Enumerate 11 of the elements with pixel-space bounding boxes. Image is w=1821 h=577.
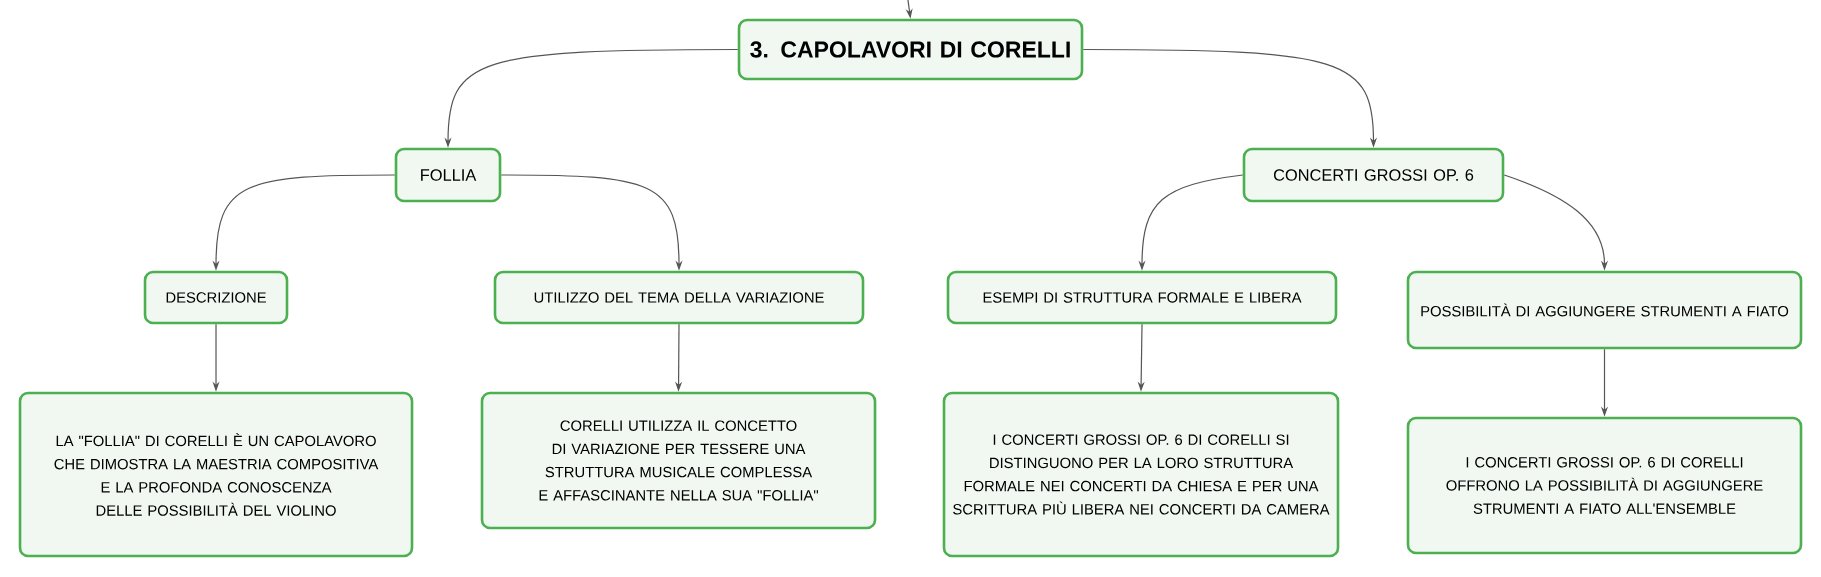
subtopic-box: POSSIBILITÀ DI AGGIUNGERE STRUMENTI A FIATO bbox=[1406, 270, 1803, 350]
description-box: I CONCERTI GROSSI OP. 6 DI CORELLI SI DISTINGUONO PER LA LORO STRUTTURA FORMALE NEI CONCERTI DA CHIESA E PER UNA SCRITTURA PIÙ LIBERA NEI CONCERTI DA CAMERA bbox=[942, 391, 1340, 558]
description-box: CORELLI UTILIZZA IL CONCETTO DI VARIAZIONE PER TESSERE UNA STRUTTURA MUSICALE COMPLESSA E AFFASCINANTE NELLA SUA "FOLLIA" bbox=[480, 391, 877, 530]
topic-box: FOLLIA bbox=[394, 147, 502, 203]
title-box: 3. CAPOLAVORI DI CORELLI bbox=[737, 18, 1084, 81]
description-box: LA "FOLLIA" DI CORELLI È UN CAPOLAVORO CHE DIMOSTRA LA MAESTRIA COMPOSITIVA E LA PROFONDA CONOSCENZA DELLE POSSIBILITÀ DEL VIOLINO bbox=[18, 391, 414, 558]
subtopic-box: ESEMPI DI STRUTTURA FORMALE E LIBERA bbox=[946, 270, 1338, 325]
topic-box: CONCERTI GROSSI OP. 6 bbox=[1242, 147, 1505, 203]
subtopic-box: DESCRIZIONE bbox=[143, 270, 289, 325]
description-box: I CONCERTI GROSSI OP. 6 DI CORELLI OFFRONO LA POSSIBILITÀ DI AGGIUNGERE STRUMENTI A FIATO ALL'ENSEMBLE bbox=[1406, 416, 1803, 555]
subtopic-box: UTILIZZO DEL TEMA DELLA VARIAZIONE bbox=[493, 270, 865, 325]
